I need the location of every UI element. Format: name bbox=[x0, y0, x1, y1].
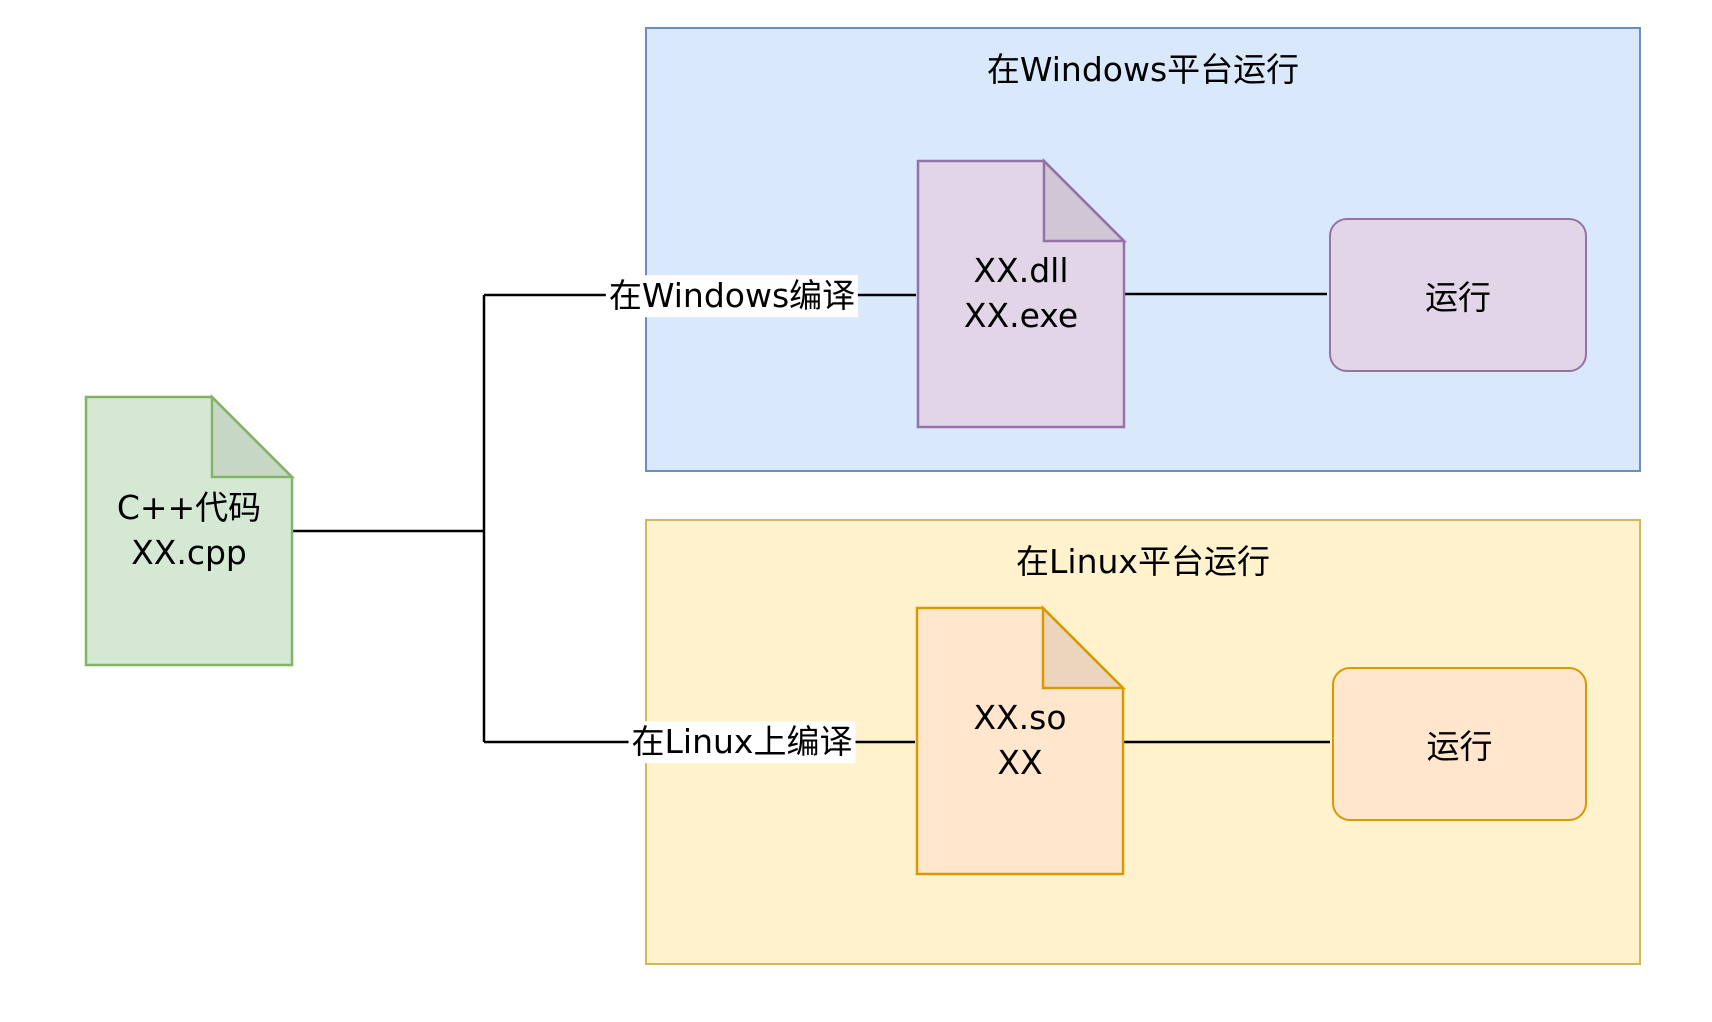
linux-artifact-document bbox=[915, 604, 1127, 876]
linux-artifact-label-line1: XX.so bbox=[973, 698, 1067, 738]
windows-artifact-label: XX.dll XX.exe bbox=[918, 161, 1124, 427]
linux-artifact-label: XX.so XX bbox=[917, 608, 1123, 874]
linux-run-label: 运行 bbox=[1426, 727, 1493, 766]
windows-artifact-label-line2: XX.exe bbox=[963, 296, 1079, 335]
windows-run-node: 运行 bbox=[1329, 218, 1587, 372]
linux-run-node: 运行 bbox=[1332, 667, 1587, 821]
document-shape bbox=[84, 395, 294, 667]
document-shape bbox=[916, 159, 1126, 429]
windows-artifact-label-line1: XX.dll bbox=[973, 251, 1069, 291]
document-fold-corner-icon bbox=[210, 393, 296, 479]
windows-artifact-document bbox=[916, 157, 1128, 429]
source-doc-label: C++代码 XX.cpp bbox=[86, 397, 292, 665]
document-fold-corner-icon bbox=[1041, 604, 1127, 690]
source-doc-label-line1: C++代码 bbox=[116, 488, 262, 528]
edge-label-linux-compile: 在Linux上编译 bbox=[628, 721, 856, 763]
windows-container-title: 在Windows平台运行 bbox=[986, 50, 1300, 89]
source-doc-label-line2: XX.cpp bbox=[131, 533, 247, 572]
document-fold-corner-icon bbox=[1042, 157, 1128, 243]
edge-label-windows-compile: 在Windows编译 bbox=[605, 275, 859, 317]
linux-artifact-label-line2: XX bbox=[997, 743, 1043, 782]
linux-container-title: 在Linux平台运行 bbox=[1016, 542, 1270, 581]
windows-run-label: 运行 bbox=[1425, 278, 1491, 317]
source-code-document bbox=[84, 393, 296, 667]
document-shape bbox=[915, 606, 1125, 876]
